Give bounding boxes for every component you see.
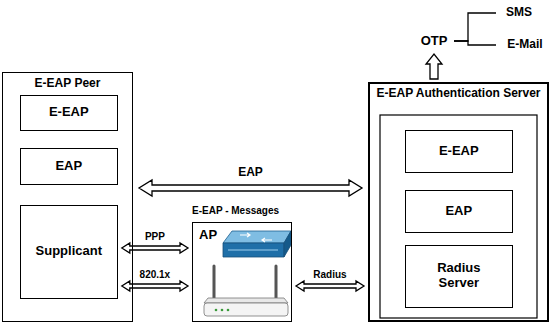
supplicant-box: Supplicant [20, 205, 118, 299]
channel-label: E-Mail [499, 36, 551, 54]
server-box: E-EAP Authentication ServerE-EAP EAP Radiu… [368, 82, 549, 322]
box-label: E-Mail [507, 38, 542, 52]
box-label: Supplicant [36, 244, 102, 259]
channel-label: SMS [499, 4, 539, 22]
box-label: E-EAP [49, 105, 89, 120]
protocol-box: E-EAP [20, 95, 118, 131]
radius-server-box: Radius Server [405, 245, 513, 308]
box-label: AP [199, 228, 217, 243]
access-point-box: AP [192, 222, 292, 322]
box-label: EAP [445, 204, 472, 219]
edge-label: Radius [311, 269, 348, 280]
box-heading: E-EAP Authentication Server [376, 87, 540, 101]
branch-line [454, 13, 496, 41]
edge-label: EAP [236, 166, 265, 179]
block-arrow [426, 54, 442, 79]
switch-icon [223, 231, 291, 257]
branch-line [454, 41, 496, 45]
group-label: E-EAP - Messages [190, 205, 281, 216]
router-icon [204, 266, 288, 316]
block-arrow [122, 243, 188, 253]
edge-label: PPP [143, 231, 167, 242]
box-label: SMS [506, 6, 532, 20]
box-label: EAP [55, 159, 82, 174]
otp-node: OTP [417, 31, 451, 51]
box-heading: E-EAP Peer [35, 77, 101, 91]
protocol-box: E-EAP [405, 130, 513, 173]
box-label: E-EAP [439, 144, 479, 159]
block-arrow [296, 281, 364, 291]
protocol-box: EAP [405, 190, 513, 233]
protocol-box: EAP [20, 148, 118, 185]
edge-label: 820.1x [138, 269, 173, 280]
block-arrow [139, 180, 362, 196]
box-label: OTP [421, 34, 448, 49]
server-inner-frame [380, 115, 537, 318]
peer-box: E-EAP PeerE-EAP EAP Supplicant [2, 72, 133, 322]
box-label: Radius Server [428, 261, 490, 291]
block-arrow [122, 281, 188, 291]
